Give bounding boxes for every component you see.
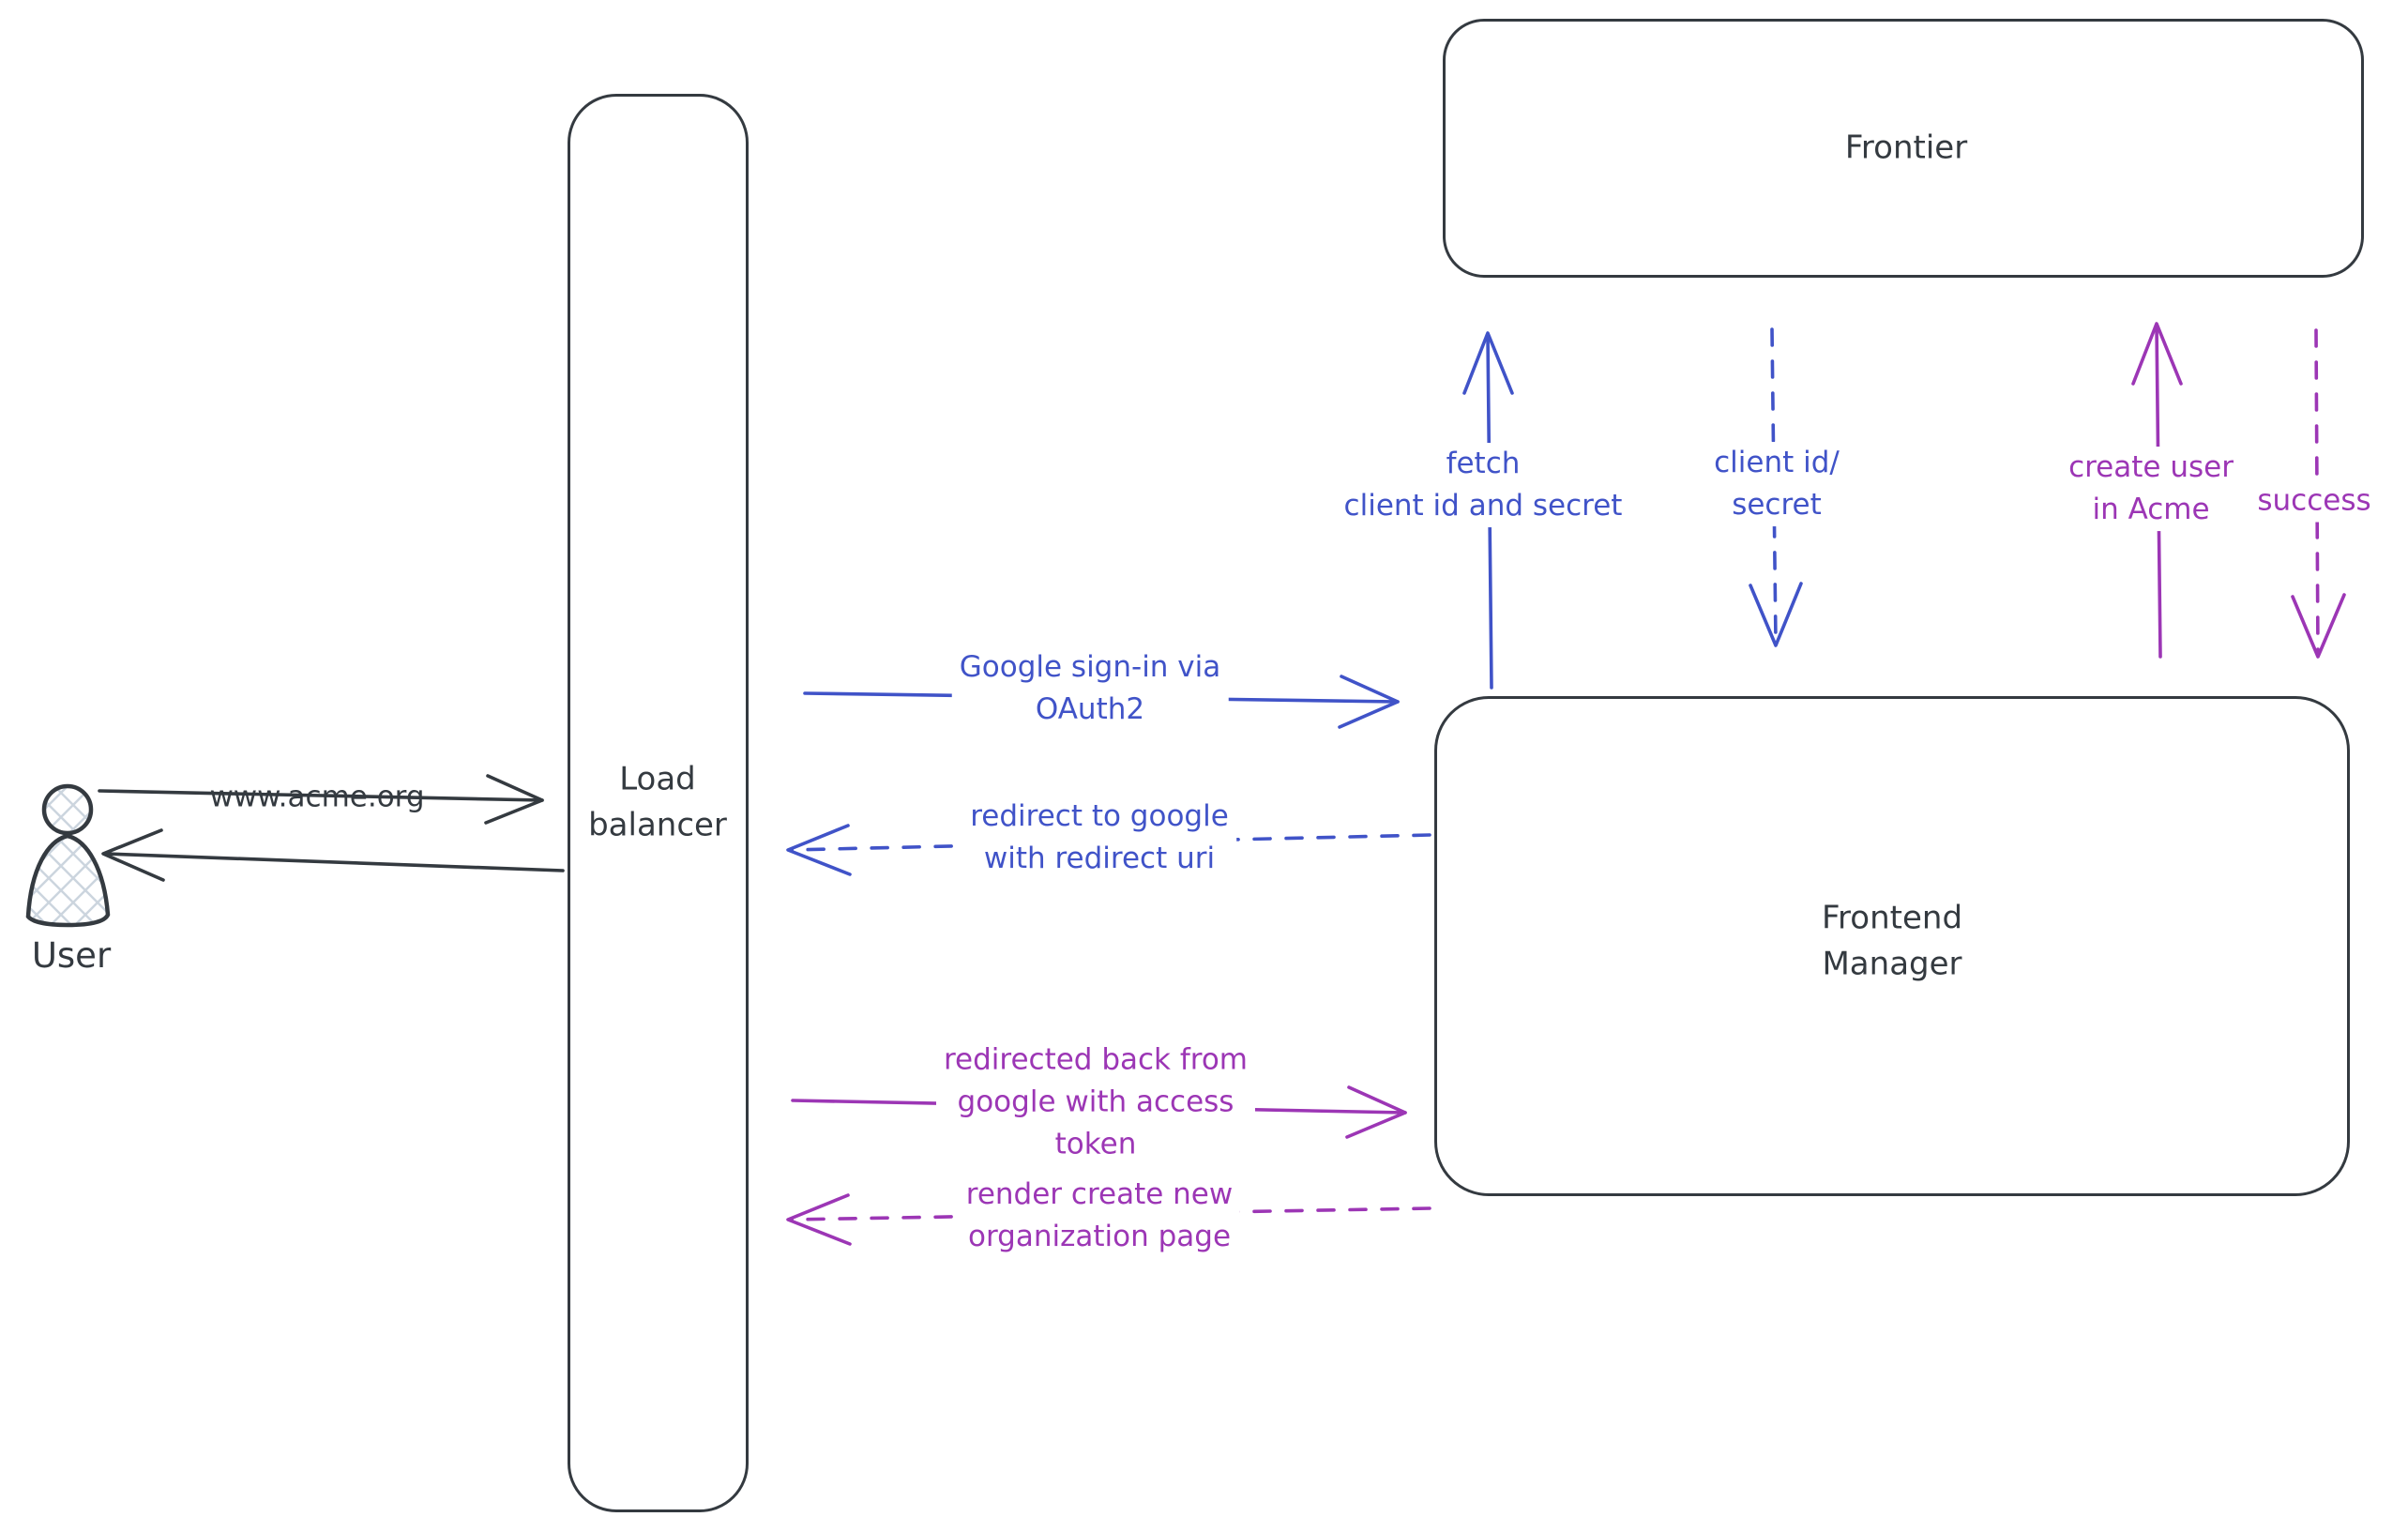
edge-label-redirect-google: redirect to google with redirect uri [962,796,1236,880]
arrowhead [2291,593,2346,659]
frontend-manager-node [1434,696,2350,1196]
edge-label-fetch-client: fetch client id and secret [1336,443,1630,527]
arrowhead [484,774,544,825]
frontier-node [1443,19,2364,278]
load-balancer-node [568,94,749,1512]
arrowhead [2131,322,2183,386]
user-person-icon [25,783,111,928]
edge-label-google-signin: Google sign-in via OAuth2 [951,646,1229,731]
edge-label-www-acme: www.acme.org [209,780,425,814]
edge-label-redirected-back: redirected back from google with access … [935,1039,1256,1166]
arrowhead [786,824,852,876]
arrowhead [1338,675,1400,729]
arrowhead [1462,331,1514,395]
edge-lb-return [101,828,565,882]
arrowhead [786,1193,852,1246]
frontend-manager-label: Frontend Manager [1821,899,1963,983]
edge-label-client-id-secret: client id/ secret [1706,442,1847,526]
arrowhead [1345,1085,1407,1139]
edge-label-render-org-page: render create new organization page [958,1174,1241,1258]
edge-label-create-user: create user in Acme [2061,447,2241,531]
frontier-label: Frontier [1844,129,1968,167]
edge-label-success: success [2249,479,2379,523]
arrowhead [1749,582,1803,647]
user-node-label: User [31,935,112,977]
arrowhead [101,828,165,882]
load-balancer-label: Load balancer [588,760,727,844]
